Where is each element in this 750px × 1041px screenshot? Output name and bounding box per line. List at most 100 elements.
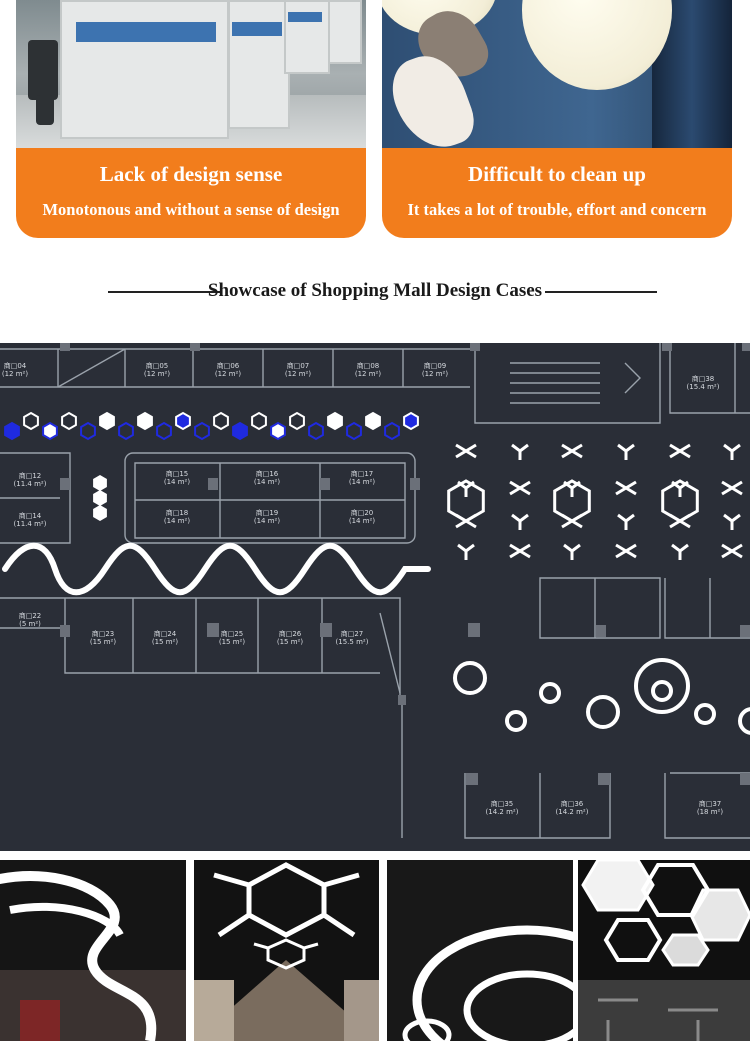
svg-text:商□06: 商□06 bbox=[217, 361, 240, 370]
svg-text:商□07: 商□07 bbox=[287, 361, 310, 370]
hexagon-light bbox=[661, 479, 699, 523]
y-light-corridor-photo bbox=[194, 860, 379, 1041]
hexagon-light bbox=[251, 411, 267, 431]
svg-text:商□12: 商□12 bbox=[19, 471, 42, 480]
svg-text:商□25: 商□25 bbox=[221, 629, 244, 638]
y-shape-light bbox=[617, 513, 635, 530]
hexagon-light bbox=[4, 421, 20, 441]
svg-text:商□08: 商□08 bbox=[357, 361, 380, 370]
svg-text:商□16: 商□16 bbox=[256, 469, 279, 478]
hexagon-light bbox=[308, 421, 324, 441]
y-shape-light bbox=[511, 513, 529, 530]
svg-text:(15.5 m²): (15.5 m²) bbox=[336, 638, 369, 646]
svg-text:商□26: 商□26 bbox=[279, 629, 302, 638]
hexagon-light bbox=[553, 479, 591, 523]
wave-light-mall-photo bbox=[0, 860, 186, 1041]
hexagon-light-gym-photo bbox=[578, 860, 750, 1041]
svg-text:商□20: 商□20 bbox=[351, 508, 374, 517]
svg-text:商□37: 商□37 bbox=[699, 799, 722, 808]
card-title: Difficult to clean up bbox=[468, 162, 646, 186]
hexagon-light bbox=[93, 490, 107, 506]
svg-text:(15 m²): (15 m²) bbox=[152, 638, 178, 646]
y-shape-light bbox=[721, 543, 743, 559]
hexagon-light bbox=[365, 411, 381, 431]
hexagon-light-column bbox=[93, 475, 107, 521]
y-shape-light bbox=[723, 513, 741, 530]
card-subtitle: Monotonous and without a sense of design bbox=[42, 200, 340, 219]
y-shape-light bbox=[669, 443, 691, 459]
y-shape-light bbox=[509, 543, 531, 559]
hexagon-light bbox=[175, 411, 191, 431]
hexagon-light bbox=[156, 421, 172, 441]
hexagon-light bbox=[137, 411, 153, 431]
ring-lights bbox=[453, 658, 750, 735]
y-shape-light bbox=[617, 443, 635, 460]
mall-floor-plan: 商□04(12 m²) 商□05(12 m²) 商□06(12 m²) 商□07… bbox=[0, 343, 750, 851]
svg-text:(14 m²): (14 m²) bbox=[164, 478, 190, 486]
svg-text:商□05: 商□05 bbox=[146, 361, 169, 370]
hexagon-light bbox=[93, 505, 107, 521]
svg-text:商□27: 商□27 bbox=[341, 629, 364, 638]
svg-text:(12 m²): (12 m²) bbox=[215, 370, 241, 378]
card-title: Lack of design sense bbox=[99, 162, 283, 186]
hexagon-light bbox=[346, 421, 362, 441]
svg-text:(5 m²): (5 m²) bbox=[19, 620, 41, 628]
svg-text:(15 m²): (15 m²) bbox=[219, 638, 245, 646]
hexagon-light bbox=[213, 411, 229, 431]
office-cubicles-photo bbox=[16, 0, 366, 148]
y-shape-light bbox=[671, 543, 689, 560]
y-shape-light bbox=[563, 543, 581, 560]
svg-text:(15 m²): (15 m²) bbox=[277, 638, 303, 646]
svg-text:(12 m²): (12 m²) bbox=[2, 370, 28, 378]
svg-text:商□22: 商□22 bbox=[19, 611, 42, 620]
problem-card-design: Lack of design sense Monotonous and with… bbox=[16, 0, 366, 238]
y-shape-light bbox=[511, 443, 529, 460]
svg-text:商□36: 商□36 bbox=[561, 799, 584, 808]
svg-text:(14 m²): (14 m²) bbox=[349, 478, 375, 486]
svg-text:(14.2 m²): (14.2 m²) bbox=[556, 808, 589, 816]
svg-text:商□24: 商□24 bbox=[154, 629, 177, 638]
svg-text:商□09: 商□09 bbox=[424, 361, 447, 370]
y-shape-light bbox=[615, 543, 637, 559]
svg-text:(12 m²): (12 m²) bbox=[422, 370, 448, 378]
hexagon-light bbox=[232, 421, 248, 441]
svg-text:(14 m²): (14 m²) bbox=[254, 478, 280, 486]
svg-text:(12 m²): (12 m²) bbox=[144, 370, 170, 378]
svg-text:商□14: 商□14 bbox=[19, 511, 42, 520]
svg-text:商□18: 商□18 bbox=[166, 508, 189, 517]
hexagon-light bbox=[194, 421, 210, 441]
hexagon-light bbox=[99, 411, 115, 431]
svg-text:(14.2 m²): (14.2 m²) bbox=[486, 808, 519, 816]
wave-light-strip bbox=[2, 542, 431, 596]
svg-text:商□04: 商□04 bbox=[4, 361, 27, 370]
hexagon-light bbox=[42, 421, 58, 441]
floor-plan-drawing: 商□04(12 m²) 商□05(12 m²) 商□06(12 m²) 商□07… bbox=[0, 343, 750, 839]
svg-text:商□38: 商□38 bbox=[692, 374, 715, 383]
y-shape-light bbox=[509, 480, 531, 496]
svg-text:商□23: 商□23 bbox=[92, 629, 115, 638]
y-shape-light bbox=[615, 480, 637, 496]
section-heading: Showcase of Shopping Mall Design Cases bbox=[0, 278, 750, 306]
hexagon-light bbox=[80, 421, 96, 441]
y-shape-light bbox=[561, 443, 583, 459]
heading-rule-left bbox=[108, 291, 221, 293]
svg-text:商□19: 商□19 bbox=[256, 508, 279, 517]
problem-card-cleaning: Difficult to clean up It takes a lot of … bbox=[382, 0, 732, 238]
svg-text:商□35: 商□35 bbox=[491, 799, 514, 808]
svg-text:(11.4 m²): (11.4 m²) bbox=[14, 520, 47, 528]
svg-text:(14 m²): (14 m²) bbox=[164, 517, 190, 525]
hexagon-light bbox=[61, 411, 77, 431]
svg-text:(12 m²): (12 m²) bbox=[355, 370, 381, 378]
y-shape-light bbox=[721, 480, 743, 496]
heading-rule-right bbox=[545, 291, 657, 293]
hexagon-light bbox=[93, 475, 107, 491]
svg-text:(14 m²): (14 m²) bbox=[254, 517, 280, 525]
hexagon-light bbox=[23, 411, 39, 431]
y-shape-light bbox=[723, 443, 741, 460]
ring-light-photo bbox=[387, 860, 573, 1041]
svg-text:(18 m²): (18 m²) bbox=[697, 808, 723, 816]
hexagon-light bbox=[403, 411, 419, 431]
hexagon-light bbox=[289, 411, 305, 431]
y-shape-light bbox=[457, 543, 475, 560]
y-shape-light-grid bbox=[447, 443, 743, 560]
